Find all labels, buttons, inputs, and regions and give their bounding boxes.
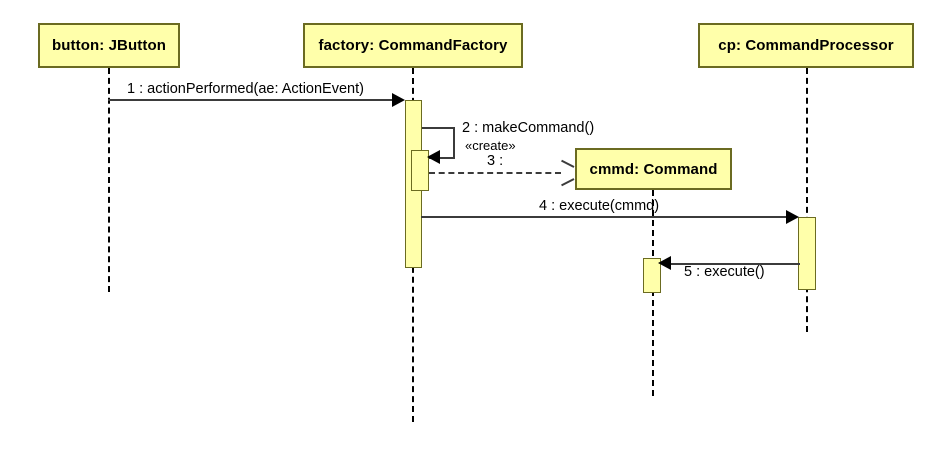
message-line-3: [429, 172, 561, 174]
message-label-2: 2 : makeCommand(): [462, 120, 595, 136]
message-arrowhead-2: [427, 150, 440, 164]
participant-box-cmmd[interactable]: cmmd: Command: [575, 148, 732, 190]
message-label-3: 3 :: [487, 153, 504, 169]
message-line-1: [108, 99, 398, 101]
message-line-2-right: [453, 127, 455, 158]
message-label-4: 4 : execute(cmmd): [539, 198, 660, 214]
participant-label-cmmd: cmmd: Command: [589, 160, 718, 178]
message-line-4: [421, 216, 793, 218]
lifeline-cp: [806, 68, 808, 332]
message-arrowhead-3: [560, 166, 573, 180]
message-arrowhead-5: [658, 256, 671, 270]
message-arrowhead-1: [392, 93, 405, 107]
message-label-1: 1 : actionPerformed(ae: ActionEvent): [127, 81, 364, 97]
lifeline-cmmd: [652, 190, 654, 396]
message-line-5: [670, 263, 800, 265]
activation-bar-cmmd: [643, 258, 661, 293]
participant-box-cp[interactable]: cp: CommandProcessor: [698, 23, 914, 68]
message-label-5: 5 : execute(): [684, 264, 765, 280]
activation-bar-factory-nested: [411, 150, 429, 191]
participant-box-button[interactable]: button: JButton: [38, 23, 180, 68]
message-arrowhead-4: [786, 210, 799, 224]
message-stereotype-create: «create»: [465, 138, 516, 153]
message-line-2-top: [422, 127, 455, 129]
participant-label-button: button: JButton: [52, 37, 166, 54]
lifeline-button: [108, 68, 110, 292]
activation-bar-cp: [798, 217, 816, 290]
participant-box-factory[interactable]: factory: CommandFactory: [303, 23, 523, 68]
message-line-2-bottom: [429, 157, 455, 159]
participant-label-cp: cp: CommandProcessor: [718, 37, 894, 54]
participant-label-factory: factory: CommandFactory: [318, 37, 508, 54]
